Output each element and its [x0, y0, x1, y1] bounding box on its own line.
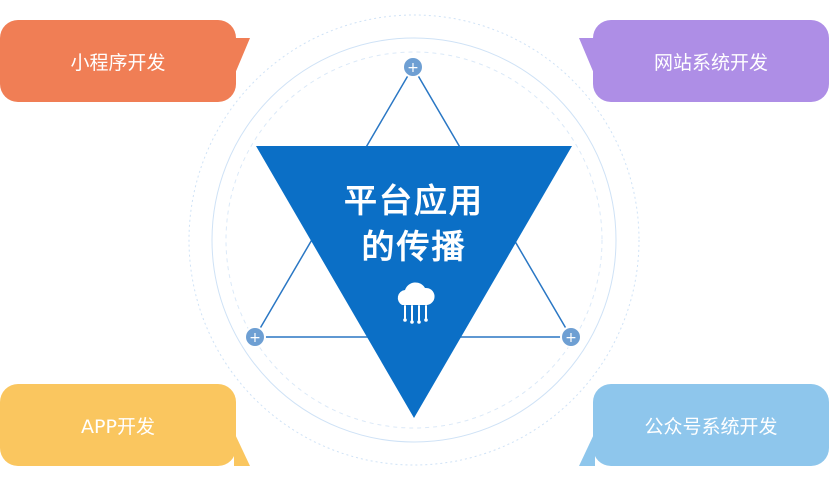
node-left-symbol: + [249, 330, 261, 346]
bubble-label: 网站系统开发 [653, 51, 768, 74]
node-right[interactable]: + [560, 326, 582, 348]
middle-ring [211, 37, 617, 443]
node-top[interactable]: + [402, 56, 424, 78]
bubble-website-system[interactable]: 网站系统开发 [579, 20, 829, 102]
bubble-tail [234, 38, 250, 76]
cloud-dot-4 [424, 318, 428, 322]
outer-ring [188, 14, 640, 466]
bubble-official-account[interactable]: 公众号系统开发 [579, 384, 829, 466]
node-left[interactable]: + [244, 326, 266, 348]
bubble-label: 小程序开发 [70, 51, 166, 74]
center-title-line1: 平台应用 [344, 181, 484, 220]
node-right-symbol: + [565, 330, 577, 346]
cloud-dot-2 [410, 320, 414, 324]
center-triangle [256, 146, 572, 418]
cloud-shape [397, 282, 435, 305]
bubble-tail [579, 38, 595, 76]
inner-ring [225, 51, 603, 429]
node-left-circle [244, 326, 266, 348]
bubble-tail [234, 432, 250, 466]
cloud-dot-3 [417, 320, 421, 324]
center-title-line2: 的传播 [361, 227, 467, 266]
center-title: 平台应用 的传播 [314, 178, 514, 270]
bubble-mini-program[interactable]: 小程序开发 [0, 20, 250, 102]
cloud-network-icon [397, 282, 435, 324]
bubble-app[interactable]: APP开发 [0, 384, 250, 466]
node-top-symbol: + [407, 60, 419, 76]
node-right-circle [560, 326, 582, 348]
cloud-dot-1 [403, 318, 407, 322]
bubble-label: 公众号系统开发 [644, 415, 778, 438]
bubble-label: APP开发 [81, 415, 155, 438]
node-top-circle [402, 56, 424, 78]
bubble-tail [579, 432, 595, 466]
